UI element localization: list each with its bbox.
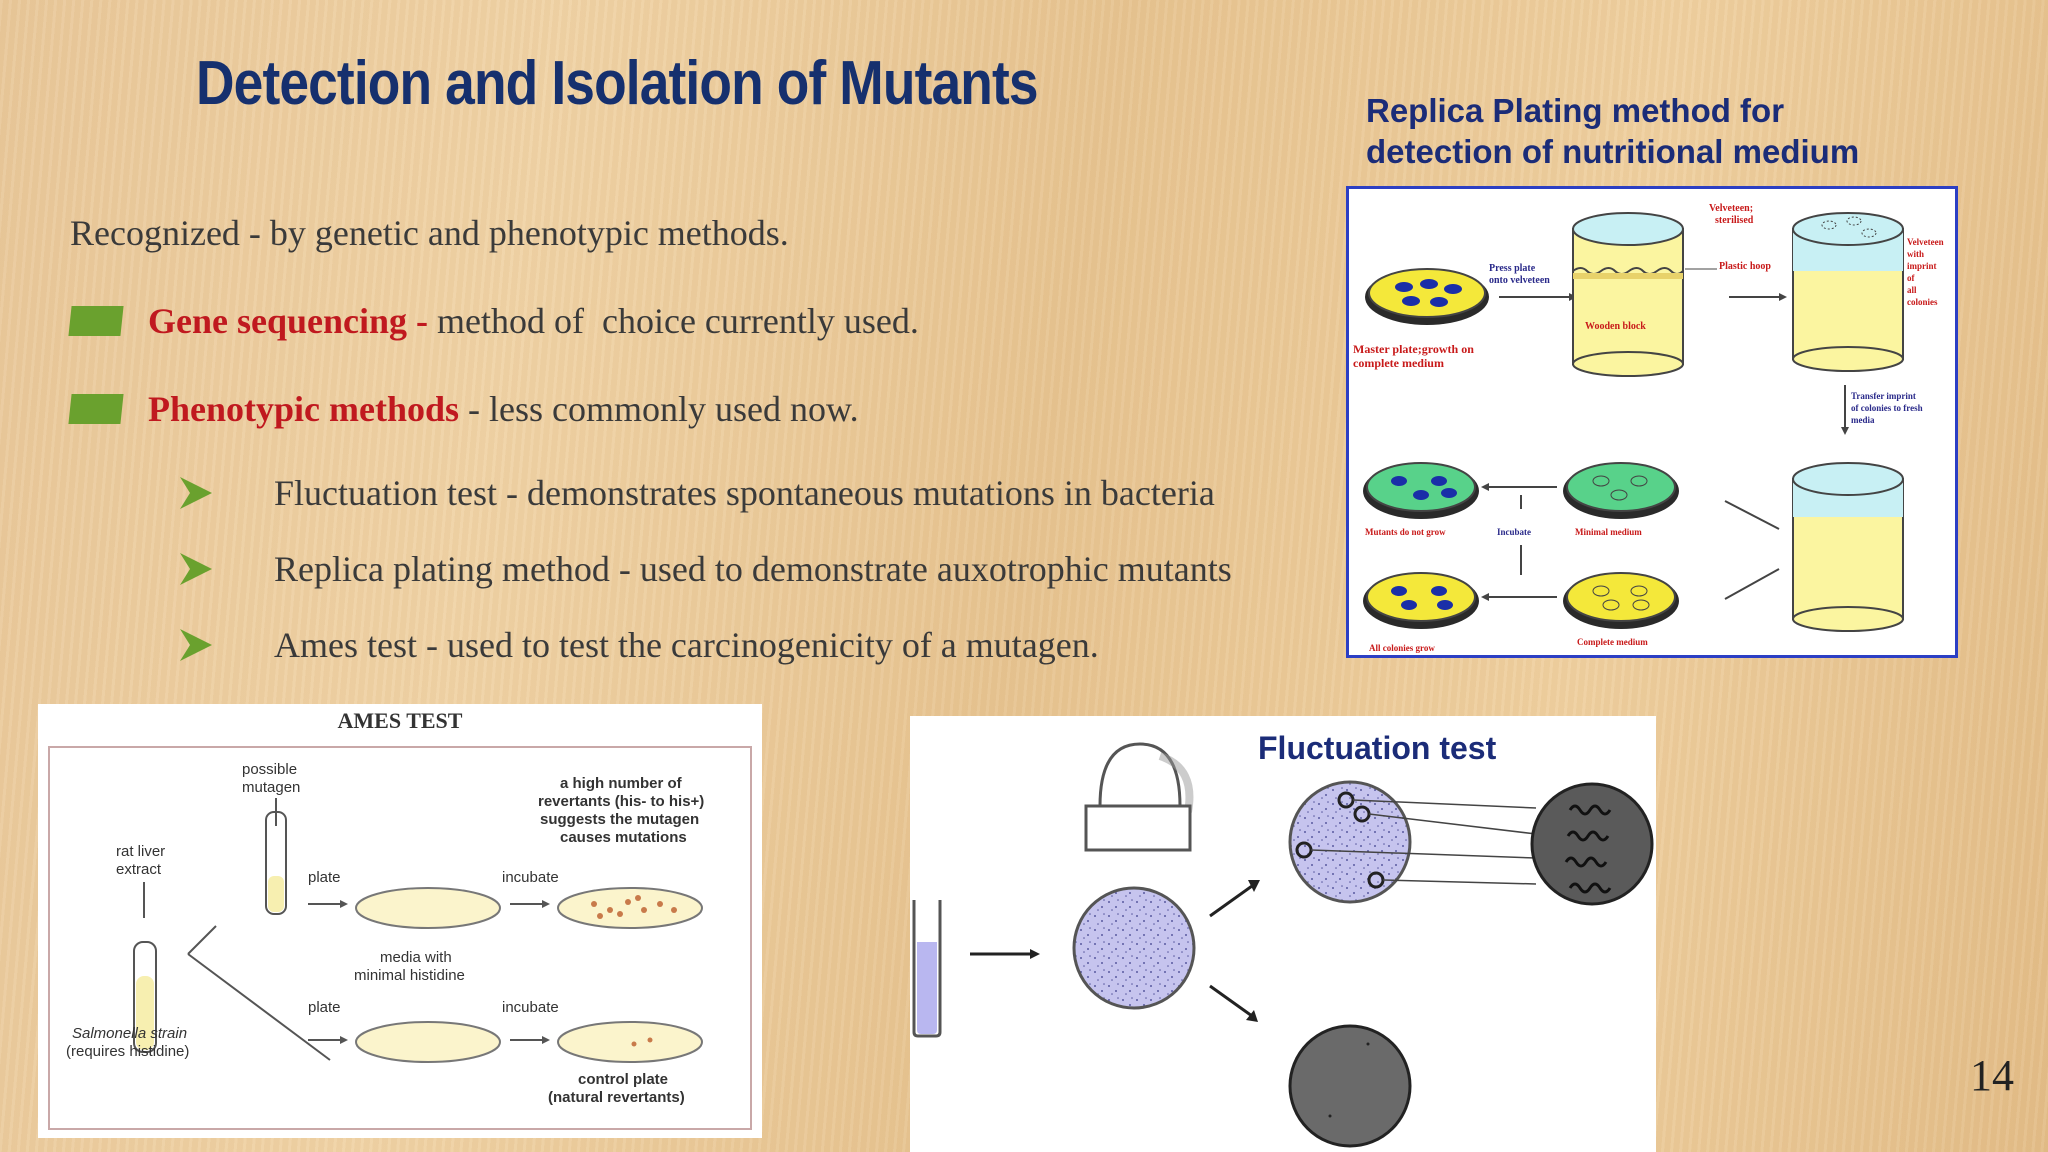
master-plate xyxy=(1365,268,1489,325)
page-number: 14 xyxy=(1970,1051,2014,1100)
test-tube-icon xyxy=(912,900,942,1038)
svg-text:Plastic hoop: Plastic hoop xyxy=(1719,261,1771,272)
revertant-plate xyxy=(557,887,703,929)
svg-text:colonies: colonies xyxy=(1907,297,1938,307)
svg-text:with: with xyxy=(1907,249,1924,259)
svg-text:all: all xyxy=(1907,285,1917,295)
ames-label: media with xyxy=(380,949,452,966)
svg-text:of colonies to fresh: of colonies to fresh xyxy=(1851,403,1923,413)
svg-text:Incubate: Incubate xyxy=(1497,527,1531,537)
ames-label: possible xyxy=(242,761,297,778)
bullet-text: - less commonly used now. xyxy=(459,389,859,429)
ames-title: AMES TEST xyxy=(337,708,463,733)
svg-text:of: of xyxy=(1907,273,1916,283)
ames-label: Salmonella strain xyxy=(72,1025,187,1042)
svg-text:Press plate: Press plate xyxy=(1489,263,1536,274)
mutagen-plate xyxy=(355,887,501,929)
svg-text:onto velveteen: onto velveteen xyxy=(1489,275,1550,286)
sub-bullet-ames: Ames test - used to test the carcinogeni… xyxy=(176,624,1099,666)
ames-label: (natural revertants) xyxy=(548,1089,685,1106)
control-plate-right xyxy=(557,1021,703,1063)
svg-text:Velveteen: Velveteen xyxy=(1907,237,1944,247)
svg-text:Minimal medium: Minimal medium xyxy=(1575,527,1642,537)
svg-text:All colonies grow: All colonies grow xyxy=(1369,643,1435,653)
bullet-square-icon xyxy=(68,394,124,424)
ames-frame xyxy=(48,746,752,1130)
intro-text: Recognized - by genetic and phenotypic m… xyxy=(70,213,789,253)
svg-text:Mutants do not grow: Mutants do not grow xyxy=(1365,527,1446,537)
svg-text:media: media xyxy=(1851,415,1875,425)
bottom-right-block xyxy=(1792,462,1904,632)
svg-text:Master plate;growth on: Master plate;growth on xyxy=(1353,342,1474,356)
original-plate xyxy=(1072,886,1196,1010)
all-colonies-plate xyxy=(1363,572,1479,629)
replica-plate xyxy=(1288,780,1412,904)
replica-caption: Replica Plating method for detection of … xyxy=(1366,90,1859,172)
arrowhead-bullet-icon xyxy=(180,629,212,661)
bullet-highlight: Gene sequencing - xyxy=(148,301,429,341)
svg-text:complete medium: complete medium xyxy=(1353,356,1444,370)
bullet-gene-sequencing: Gene sequencing - method of choice curre… xyxy=(68,300,919,342)
colonies-plate xyxy=(1530,782,1654,906)
arrowhead-bullet-icon xyxy=(180,553,212,585)
fluctuation-caption: Fluctuation test xyxy=(1258,730,1497,766)
ames-label: rat liver xyxy=(116,843,165,860)
stamp-icon xyxy=(1084,742,1194,852)
ames-label: control plate xyxy=(578,1071,668,1088)
ames-label: mutagen xyxy=(242,779,300,796)
sub-bullet-text: Ames test - used to test the carcinogeni… xyxy=(274,625,1099,665)
replica-caption-line: Replica Plating method for xyxy=(1366,92,1785,129)
minimal-plate xyxy=(1563,462,1679,519)
svg-text:Wooden block: Wooden block xyxy=(1585,321,1646,332)
control-plate-left xyxy=(355,1021,501,1063)
sub-bullet-replica: Replica plating method - used to demonst… xyxy=(176,548,1232,590)
slide-title: Detection and Isolation of Mutants xyxy=(196,49,1039,118)
ames-label: minimal histidine xyxy=(354,967,465,984)
ames-label: incubate xyxy=(502,869,559,886)
sub-bullet-fluctuation: Fluctuation test - demonstrates spontane… xyxy=(176,472,1215,514)
sub-bullet-text: Replica plating method - used to demonst… xyxy=(274,549,1232,589)
mutants-plate xyxy=(1363,462,1479,519)
replica-caption-line: detection of nutritional medium xyxy=(1366,133,1860,170)
bullet-highlight: Phenotypic methods xyxy=(148,389,460,429)
selective-plate xyxy=(1288,1024,1412,1148)
ames-label: causes mutations xyxy=(560,829,687,846)
svg-text:Complete medium: Complete medium xyxy=(1577,637,1648,647)
svg-text:Transfer imprint: Transfer imprint xyxy=(1851,391,1916,401)
ames-label: extract xyxy=(116,861,162,878)
svg-text:Velveteen;: Velveteen; xyxy=(1709,203,1753,214)
replica-plating-diagram: Press plate onto velveteen Master plate;… xyxy=(1346,186,1958,658)
ames-label: incubate xyxy=(502,999,559,1016)
ames-label: a high number of xyxy=(560,775,683,792)
bullet-text: method of choice currently used. xyxy=(428,301,919,341)
bullet-square-icon xyxy=(68,306,124,336)
svg-text:sterilised: sterilised xyxy=(1715,215,1754,226)
ames-label: plate xyxy=(308,869,341,886)
ames-label: revertants (his- to his+) xyxy=(538,793,704,810)
complete-plate xyxy=(1563,572,1679,629)
ames-label: (requires histidine) xyxy=(66,1043,189,1060)
wooden-block xyxy=(1572,212,1684,377)
fluctuation-test-diagram: Fluctuation test xyxy=(910,716,1656,1152)
imprinted-block xyxy=(1792,212,1904,372)
ames-test-diagram: AMES TEST possible mutagen rat liver ext… xyxy=(38,704,762,1138)
svg-text:imprint: imprint xyxy=(1907,261,1937,271)
sub-bullet-text: Fluctuation test - demonstrates spontane… xyxy=(274,473,1215,513)
ames-label: plate xyxy=(308,999,341,1016)
arrowhead-bullet-icon xyxy=(180,477,212,509)
bullet-phenotypic-methods: Phenotypic methods - less commonly used … xyxy=(68,388,859,430)
ames-label: suggests the mutagen xyxy=(540,811,699,828)
